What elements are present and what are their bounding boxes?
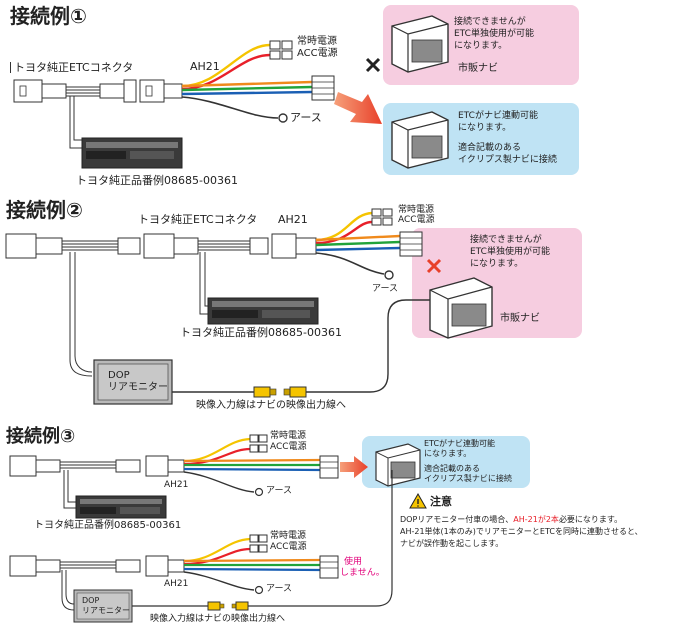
d2-dop-label-2: リアモニター (108, 382, 168, 393)
d3-title: 接続例③ (6, 426, 76, 447)
d3-ah21-label-b: AH21 (164, 579, 189, 589)
d1-nav-ng (391, 15, 449, 73)
d3-dop-label-1: DOP (82, 596, 100, 605)
caution-line-1: DOPリアモニター付車の場合、AH-21が2本必要になります。 (400, 516, 622, 524)
d3-output-connector-b (319, 555, 339, 579)
d3-nav-ok (375, 443, 421, 487)
d3-power1-label-a: 常時電源 (270, 431, 307, 441)
d2-ground-terminal (384, 270, 394, 280)
d3-power1-label-b: 常時電源 (270, 531, 307, 541)
caution-highlight: AH-21が2本 (513, 515, 559, 524)
d3-not-used-1: 使用 (344, 557, 363, 567)
d1-ng-cross-icon (365, 57, 381, 73)
diagram3-graphics (9, 434, 530, 623)
d1-ground-label: アース (290, 111, 322, 124)
d1-ng-nav-label: 市販ナビ (458, 63, 498, 74)
d1-connector-left (13, 79, 43, 103)
d2-title: 接続例② (6, 198, 83, 222)
d1-connector-mid (99, 83, 125, 99)
d2-connector-label: トヨタ純正ETCコネクタ (138, 213, 258, 226)
d2-power2-label: ACC電源 (398, 215, 435, 225)
d2-ah21-label: AH21 (278, 213, 308, 226)
d2-ng-text-3: になります。 (470, 259, 524, 269)
d2-part-no: トヨタ純正品番例08685-00361 (180, 326, 342, 339)
d1-power2-label: ACC電源 (297, 48, 338, 59)
d1-ok-text-2: になります。 (458, 123, 512, 133)
d2-ng-text-2: ETC単独使用が可能 (470, 247, 550, 257)
d2-nav-ng (429, 277, 493, 339)
d3-video-label: 映像入力線はナビの映像出力線へ (150, 614, 286, 624)
diagram2-graphics (5, 208, 582, 405)
caution-line-1a: DOPリアモニター付車の場合、 (400, 515, 514, 524)
d3-ah21-label-a: AH21 (164, 480, 189, 490)
d1-ng-text-1: 接続できませんが (454, 17, 526, 27)
d3-power2-label-a: ACC電源 (270, 442, 307, 452)
d3-dop-label-2: リアモニター (82, 606, 130, 615)
d3-ground-label-a: アース (266, 486, 293, 496)
d3-ok-text-1: ETCがナビ連動可能 (424, 439, 496, 448)
d3-power2-label-b: ACC電源 (270, 542, 307, 552)
d3-output-connector-a (319, 455, 339, 479)
d2-ground-label: アース (372, 284, 399, 294)
d3-part-no: トヨタ純正品番例08685-00361 (34, 520, 182, 531)
d1-ng-text-2: ETC単独使用が可能 (454, 29, 534, 39)
caution-line-2: AH-21単体(1本のみ)でリアモニターとETCを同時に連動させると、 (400, 527, 643, 536)
diagram1-graphics (13, 5, 579, 175)
d1-connector-plug (41, 83, 67, 99)
d3-ok-sub-2: イクリプス製ナビに接続 (424, 474, 512, 483)
d1-title: 接続例① (10, 4, 87, 28)
d2-video-label: 映像入力線はナビの映像出力線へ (196, 400, 346, 411)
d1-ok-sub-2: イクリプス製ナビに接続 (458, 155, 557, 165)
d1-ok-sub-1: 適合記載のある (458, 143, 522, 153)
d2-ng-cross-icon (426, 258, 442, 274)
d2-ng-text-1: 接続できませんが (470, 235, 542, 245)
d3-ok-text-2: になります。 (424, 449, 472, 458)
d3-not-used-2: しません。 (340, 568, 385, 578)
d1-power1-label: 常時電源 (297, 36, 337, 47)
d1-ok-text-1: ETCがナビ連動可能 (458, 111, 538, 121)
d2-dop-label-1: DOP (108, 370, 130, 381)
d1-ground-terminal (278, 113, 288, 123)
d1-part-no: トヨタ純正品番例08685-00361 (76, 174, 238, 187)
caution-title: 注意 (430, 495, 452, 508)
d2-ng-nav-label: 市販ナビ (500, 313, 540, 324)
caution-line-3: ナビが誤作動を起こします。 (400, 539, 504, 548)
d1-ah21-label: AH21 (190, 60, 220, 73)
d3-arrow-icon (340, 456, 368, 478)
d1-ng-text-3: になります。 (454, 41, 508, 51)
d3-ground-label-b: アース (266, 584, 293, 594)
d1-connector-label: トヨタ純正ETCコネクタ (10, 62, 133, 73)
d3-ok-sub-1: 適合記載のある (424, 464, 480, 473)
d1-arrow-icon (334, 92, 382, 124)
d2-power1-label: 常時電源 (398, 205, 435, 215)
d1-nav-ok (391, 111, 449, 169)
caution-line-1c: 必要になります。 (558, 515, 623, 524)
